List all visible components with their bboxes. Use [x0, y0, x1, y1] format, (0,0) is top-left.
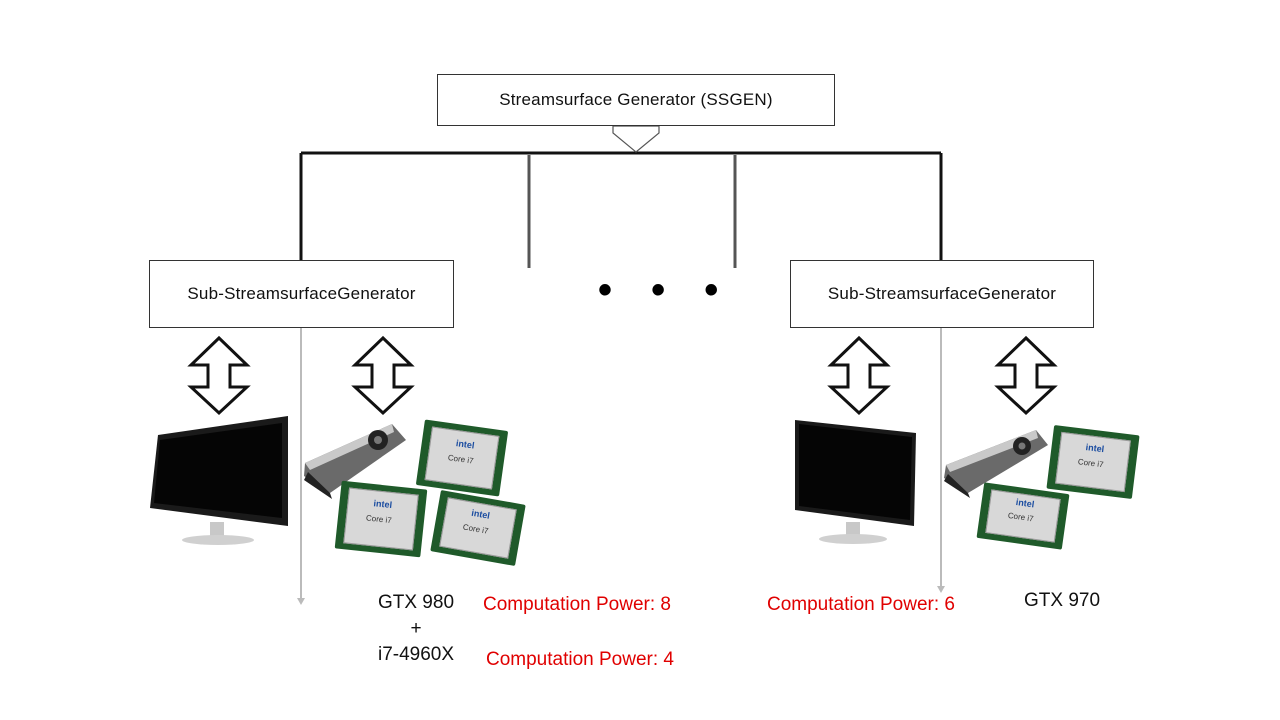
monitor-icon	[150, 416, 288, 545]
sub-generator-label: Sub-StreamsurfaceGenerator	[827, 284, 1057, 303]
ssgen-box: Streamsurface Generator (SSGEN)	[437, 74, 835, 126]
cpu-chip-icon: intel Core i7	[976, 482, 1070, 550]
gpu-card-icon	[304, 424, 406, 499]
double-arrow-icon	[827, 335, 891, 416]
double-arrow-icon	[994, 335, 1058, 416]
power-label-gpu-left: Computation Power: 8	[483, 594, 671, 615]
sub-generator-box-left: Sub-StreamsurfaceGenerator	[149, 260, 454, 328]
left-hardware-label: GTX 980 + i7-4960X	[368, 590, 464, 668]
double-arrow-icon	[187, 335, 251, 416]
ellipsis: • • •	[598, 268, 733, 312]
cpu-chip-icon: intel Core i7	[334, 480, 428, 558]
sub-generator-box-right: Sub-StreamsurfaceGenerator	[790, 260, 1094, 328]
sub-generator-label: Sub-StreamsurfaceGenerator	[187, 284, 416, 303]
cpu-name: i7-4960X	[377, 644, 455, 665]
root-pointer	[612, 125, 660, 153]
gpu-name-right: GTX 970	[1024, 590, 1101, 611]
power-label-gpu-right: Computation Power: 6	[767, 594, 955, 615]
plus-sign: +	[410, 618, 422, 639]
power-label-cpu-left: Computation Power: 4	[486, 649, 674, 670]
gpu-name: GTX 980	[377, 592, 455, 613]
ssgen-label: Streamsurface Generator (SSGEN)	[499, 90, 773, 109]
cpu-chip-icon: intel Core i7	[1046, 424, 1140, 500]
cpu-chip-icon: intel Core i7	[415, 419, 509, 497]
double-arrow-icon	[351, 335, 415, 416]
gpu-card-icon	[944, 430, 1048, 498]
monitor-icon	[795, 420, 916, 544]
